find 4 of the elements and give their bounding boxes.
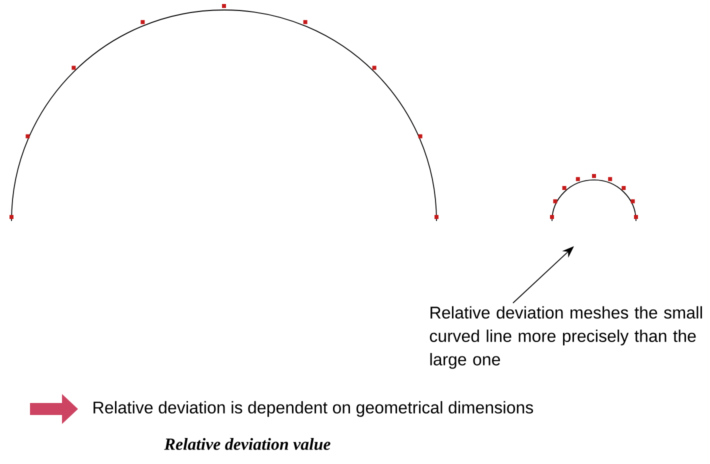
curved-line-drawing bbox=[550, 174, 638, 222]
legend-text: Relative deviation is dependent on geometrical dimensions bbox=[94, 401, 534, 417]
annotation-text: Relative deviation meshes the small curved line more precisely than the large one bbox=[430, 306, 702, 369]
caption: Relative deviation value bbox=[164, 438, 330, 450]
